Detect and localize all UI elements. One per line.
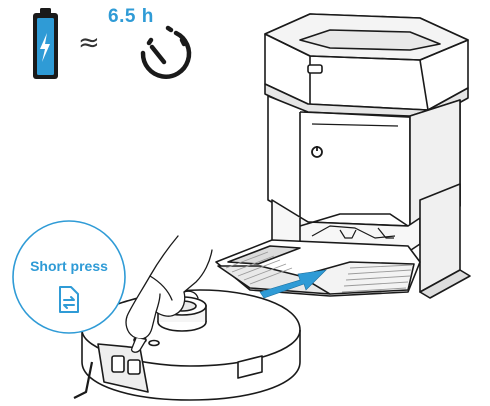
- battery-charging-icon: [33, 8, 58, 79]
- approximately-symbol: ≈: [78, 28, 100, 58]
- battery-runtime-label: 6.5 h: [108, 6, 154, 28]
- short-press-label: Short press: [14, 258, 124, 274]
- short-press-callout: [13, 221, 125, 333]
- timer-icon: [143, 28, 189, 77]
- auto-empty-station: [216, 14, 470, 298]
